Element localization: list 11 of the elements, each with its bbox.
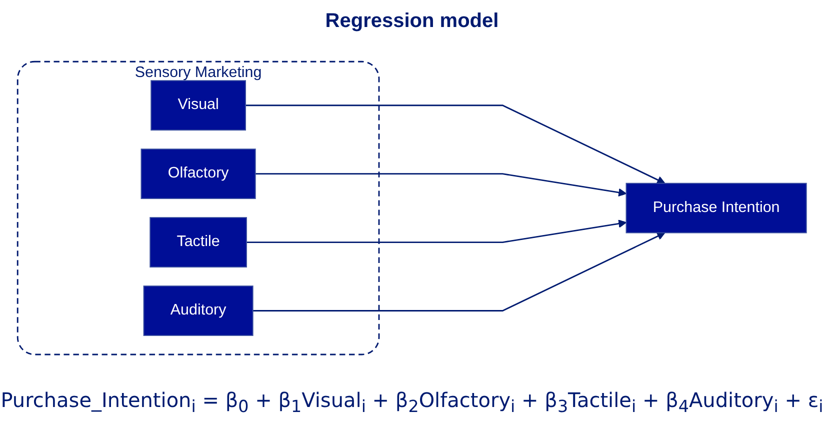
diagram-title: Regression model xyxy=(325,10,499,33)
node-box: Auditory xyxy=(143,286,254,336)
arrow xyxy=(246,104,666,184)
node-box: Olfactory xyxy=(140,148,256,199)
node-box: Tactile xyxy=(150,217,247,268)
arrow xyxy=(255,173,627,196)
node-box: Purchase Intention xyxy=(626,182,807,234)
regression-equation: Purchase_Intention$_{i}$ = β$_{0}$ + β$_{1}$Visual$_{i}$ + β$_{2}$Olfactory$_{i}$ + β$_{3}$Tactile$_{i}$ + β$_{4}$Auditory$_{i}$ + ε$_{i}$ xyxy=(0,388,824,416)
arrow xyxy=(246,220,627,243)
node-box: Visual xyxy=(150,80,246,130)
arrow xyxy=(252,232,666,312)
